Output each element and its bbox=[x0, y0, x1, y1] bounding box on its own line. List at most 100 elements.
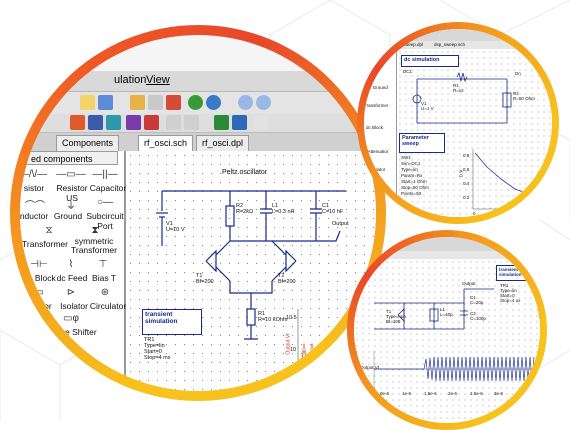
component-circulator[interactable]: Circulator bbox=[89, 301, 127, 311]
component-category-select[interactable]: ed components bbox=[20, 151, 118, 165]
tran-schematic-canvas[interactable]: T1 Type=npn Bf=100 L1 L=40p C1 C=20p C2 … bbox=[354, 259, 540, 423]
sym-transformer-icon: ⧗ bbox=[91, 225, 99, 236]
tab-strip: Components rf_osci.sch rf_osci.dpl bbox=[20, 133, 376, 151]
resistor-symbol-icon: —/\/— bbox=[20, 169, 48, 180]
open-icon[interactable] bbox=[98, 95, 113, 110]
dc-tab-2[interactable]: dsp_sweep.sch bbox=[434, 42, 466, 47]
dc-tab-1[interactable]: rsp_sweep.dpl bbox=[394, 42, 424, 47]
dc-comp-4[interactable]: Circulator bbox=[366, 167, 386, 172]
mirror-icon[interactable] bbox=[88, 115, 103, 130]
dc-comp-2[interactable]: dc Block bbox=[366, 125, 384, 130]
undo-icon[interactable] bbox=[188, 95, 203, 110]
dc-x-tick-1: 5 bbox=[491, 211, 494, 216]
view-data-icon[interactable] bbox=[232, 115, 247, 130]
component-subcircuit-port[interactable]: Subcircuit Port bbox=[86, 211, 124, 231]
dc-schematic-canvas[interactable]: dc simulation DC1 V1 U=1 V R1 R=x2 R2 R=… bbox=[397, 49, 552, 217]
component-isolator[interactable]: Isolator bbox=[60, 301, 88, 311]
tran-toolbar bbox=[354, 237, 540, 252]
tab-rf-osci-dpl[interactable]: rf_osci.dpl bbox=[196, 135, 250, 151]
zoom-in-icon[interactable] bbox=[238, 95, 253, 110]
menu-bar: ulation View bbox=[20, 71, 376, 92]
dc-label-dn: Dn bbox=[515, 71, 521, 76]
menu-view[interactable]: View bbox=[146, 74, 170, 86]
label-r1: R1 R=10 kOhm bbox=[258, 311, 288, 323]
transient-simulation-view: T1 Type=npn Bf=100 L1 L=40p C1 C=20p C2 … bbox=[354, 237, 540, 423]
label-icon[interactable] bbox=[144, 115, 159, 130]
y-tick-2: 9.5 bbox=[286, 377, 294, 383]
tran-y-label: Output.Vt bbox=[360, 365, 380, 370]
sim-title: transient simulation bbox=[145, 311, 178, 325]
port-icon[interactable] bbox=[184, 115, 199, 130]
dc-y-tick-0: 0.8 bbox=[463, 153, 470, 158]
schematic-editor-view: ulation View Components bbox=[20, 35, 376, 391]
component-inductor[interactable]: nductor bbox=[20, 211, 49, 221]
sim-params: TR1 Type=lin Start=0 Stop=4 ms bbox=[144, 337, 171, 361]
attenuator-icon: ▭ bbox=[34, 287, 44, 298]
redo-icon[interactable] bbox=[206, 95, 221, 110]
dc-sim-block[interactable]: dc simulation bbox=[401, 55, 459, 67]
tran-label-t1: T1 Type=npn Bf=100 bbox=[386, 309, 406, 324]
help-icon[interactable] bbox=[254, 115, 269, 130]
tran-label-c1: C1 C=20p bbox=[470, 295, 484, 305]
component-transformer[interactable]: Transformer bbox=[22, 239, 68, 249]
cut-icon[interactable] bbox=[130, 95, 145, 110]
dc-y-tick-2: 0.4 bbox=[463, 181, 470, 186]
dc-wires bbox=[412, 71, 548, 210]
y-tick-0: 10.5 bbox=[286, 315, 297, 321]
dc-comp-0[interactable]: ctor Ground bbox=[364, 85, 388, 90]
label-c1: C1 C=10 nF bbox=[322, 203, 344, 215]
ground-symbol-icon: ⏚ bbox=[66, 201, 76, 212]
menu-simulation[interactable]: ulation bbox=[114, 74, 147, 86]
dc-comp-1[interactable]: Transformer bbox=[364, 103, 389, 108]
tran-x-tick-6: 3.5e-6 bbox=[516, 391, 529, 396]
component-resistor[interactable]: sistor bbox=[23, 183, 45, 193]
label-r2: R2 R=2kΩ bbox=[236, 203, 254, 215]
toolbar bbox=[20, 92, 376, 115]
simulate-icon[interactable] bbox=[214, 115, 229, 130]
subcircuit-port-icon: ○— bbox=[96, 197, 114, 208]
dc-label-v1: V1 U=1 V bbox=[421, 101, 434, 111]
component-resistor-us[interactable]: Resistor US bbox=[56, 183, 88, 203]
dc-x-tick-2: 10 bbox=[507, 211, 513, 216]
delete-icon[interactable] bbox=[166, 95, 181, 110]
y-tick-1: 10 bbox=[290, 347, 297, 353]
transient-simulation-block[interactable]: transient simulation bbox=[142, 309, 202, 335]
tran-x-tick-5: 3e-6 bbox=[494, 391, 504, 396]
tab-components[interactable]: Components bbox=[56, 135, 120, 151]
tran-sim-block[interactable]: transient simulation bbox=[496, 265, 534, 281]
tran-label-c2: C2 C=100p bbox=[470, 311, 486, 321]
resistor-us-icon: —▭— bbox=[56, 169, 86, 180]
dc-x-tick-0: 0 bbox=[473, 211, 476, 216]
component-dc-feed[interactable]: dc Feed bbox=[56, 273, 88, 283]
rotate-icon[interactable] bbox=[106, 115, 121, 130]
component-capacitor[interactable]: Capacitor bbox=[89, 183, 127, 193]
zoom-out-icon[interactable] bbox=[256, 95, 271, 110]
ground-icon[interactable] bbox=[166, 115, 181, 130]
tran-x-tick-3: 2e-6 bbox=[448, 391, 458, 396]
dc-sim-title: dc simulation bbox=[404, 57, 440, 63]
tran-x-tick-4: 2.5e-6 bbox=[470, 391, 483, 396]
new-file-icon[interactable] bbox=[80, 95, 95, 110]
component-phase-shifter[interactable]: hase Shifter bbox=[51, 327, 97, 337]
tran-sim-title: transient simulation bbox=[499, 267, 522, 277]
sweep-params: SW1 Sim=DC1 Type=lin Param=Rx Start=1 Oh… bbox=[401, 155, 429, 196]
schematic-title: Peltz oscillator bbox=[222, 169, 268, 176]
component-ground[interactable]: Ground bbox=[53, 211, 83, 221]
select-icon[interactable] bbox=[70, 115, 85, 130]
component-attenuator[interactable]: uator bbox=[32, 301, 52, 311]
dc-label-r2: R2 R=50 Ohm bbox=[513, 91, 535, 101]
copy-icon[interactable] bbox=[148, 95, 163, 110]
component-symmetric-transformer[interactable]: symmetric Transformer bbox=[71, 236, 117, 255]
param-sweep-block[interactable]: Parameter sweep bbox=[399, 133, 445, 153]
component-bias-t[interactable]: Bias T bbox=[92, 273, 116, 283]
component-dc-block[interactable]: c Block bbox=[28, 273, 56, 283]
dc-simulation-view: rsp_sweep.dpl dsp_sweep.sch ctor Ground … bbox=[364, 29, 552, 217]
dc-block-icon: ⊣⊢ bbox=[30, 259, 48, 270]
dc-sweep-curve bbox=[474, 152, 548, 200]
schematic-canvas[interactable]: Peltz oscillator V1 U=10 V R2 R=2kΩ L1 L… bbox=[126, 151, 376, 391]
tab-rf-osci-sch[interactable]: rf_osci.sch bbox=[138, 135, 194, 151]
wire-icon[interactable] bbox=[126, 115, 141, 130]
tran-label-output: Output bbox=[462, 281, 476, 286]
dc-label-dc1: DC1 bbox=[403, 69, 413, 74]
dc-comp-3[interactable]: T Attenuator bbox=[364, 149, 389, 154]
